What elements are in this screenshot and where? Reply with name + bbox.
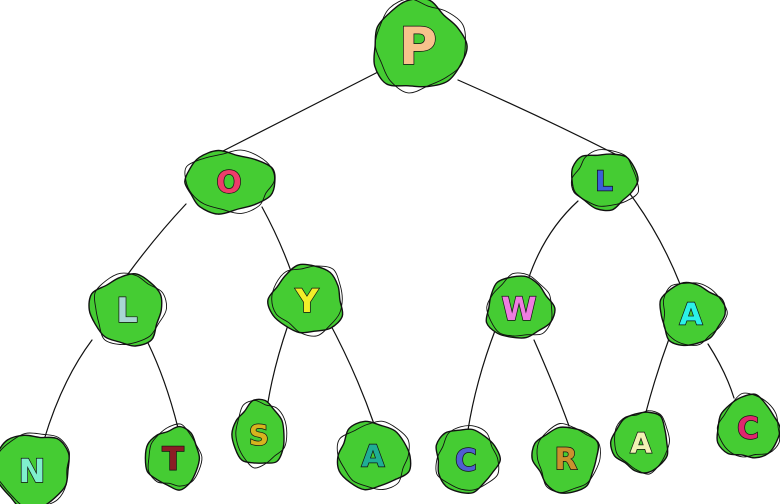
tree-node-n3: L bbox=[88, 272, 168, 347]
tree-node-n10: A bbox=[336, 420, 412, 491]
node-blob bbox=[0, 434, 70, 504]
edges-layer bbox=[43, 71, 735, 441]
node-letter: R bbox=[554, 443, 577, 478]
edge-n4-n9 bbox=[267, 324, 289, 403]
edge-n0-n1 bbox=[222, 71, 379, 152]
node-outline-sketch bbox=[336, 420, 410, 491]
node-blob bbox=[231, 398, 285, 464]
node-outline-sketch bbox=[435, 425, 500, 491]
node-letter: O bbox=[216, 166, 242, 201]
node-letter: T bbox=[162, 440, 184, 478]
tree-node-n1: O bbox=[184, 149, 276, 215]
node-letter: C bbox=[455, 444, 477, 479]
tree-node-n14: C bbox=[716, 392, 780, 459]
node-outline-sketch bbox=[235, 399, 288, 469]
tree-node-n9: S bbox=[231, 398, 288, 469]
node-outline-sketch bbox=[614, 410, 670, 475]
node-letter: L bbox=[595, 165, 613, 198]
edge-n1-n4 bbox=[261, 206, 293, 275]
tree-node-n13: A bbox=[609, 410, 670, 475]
node-blob bbox=[144, 425, 201, 491]
edge-n6-n13 bbox=[645, 335, 671, 413]
node-letter: C bbox=[737, 412, 759, 447]
node-letter: A bbox=[361, 440, 385, 475]
edge-n2-n6 bbox=[629, 193, 681, 285]
tree-node-n12: R bbox=[531, 422, 601, 494]
edge-n2-n5 bbox=[527, 200, 579, 281]
tree-node-n11: C bbox=[435, 425, 502, 494]
node-letter: S bbox=[249, 419, 269, 452]
node-outline-sketch bbox=[374, 0, 466, 94]
node-blob bbox=[485, 275, 556, 339]
edge-n3-n7 bbox=[43, 339, 93, 441]
node-outline-sketch bbox=[147, 423, 203, 487]
node-outline-sketch bbox=[536, 422, 601, 494]
tree-node-n7: N bbox=[0, 432, 70, 504]
node-blob bbox=[184, 149, 276, 215]
tree-node-n6: A bbox=[659, 281, 728, 347]
tree-node-n5: W bbox=[485, 272, 556, 339]
node-outline-sketch bbox=[662, 282, 728, 346]
tree-node-n0: P bbox=[373, 0, 468, 94]
node-letter: A bbox=[679, 298, 703, 333]
tree-node-n4: Y bbox=[267, 263, 344, 337]
node-letter: N bbox=[19, 452, 46, 490]
node-letter: Y bbox=[294, 282, 319, 320]
edge-n1-n3 bbox=[127, 203, 187, 275]
node-blob bbox=[716, 393, 780, 459]
node-letter: W bbox=[501, 290, 536, 328]
node-outline-sketch bbox=[271, 265, 343, 337]
node-letter: L bbox=[116, 291, 138, 331]
node-blob bbox=[531, 426, 600, 494]
edge-n0-n2 bbox=[457, 79, 618, 156]
node-outline-sketch bbox=[486, 272, 553, 337]
node-outline-sketch bbox=[184, 149, 275, 214]
node-outline-sketch bbox=[93, 272, 168, 346]
edge-n6-n14 bbox=[707, 343, 735, 399]
node-outline-sketch bbox=[716, 392, 780, 458]
node-blob bbox=[88, 272, 163, 347]
node-blob bbox=[435, 428, 502, 494]
node-letter: P bbox=[399, 17, 437, 77]
node-letter: A bbox=[630, 427, 652, 460]
tree-node-n2: L bbox=[570, 149, 640, 212]
edge-n5-n11 bbox=[467, 327, 497, 431]
node-blob bbox=[659, 281, 726, 347]
edge-n4-n10 bbox=[327, 319, 375, 425]
edge-n5-n12 bbox=[533, 339, 570, 427]
node-outline-sketch bbox=[570, 149, 640, 207]
node-outline-sketch bbox=[0, 432, 70, 504]
edge-n3-n8 bbox=[147, 342, 179, 429]
tree-node-n8: T bbox=[144, 423, 203, 491]
